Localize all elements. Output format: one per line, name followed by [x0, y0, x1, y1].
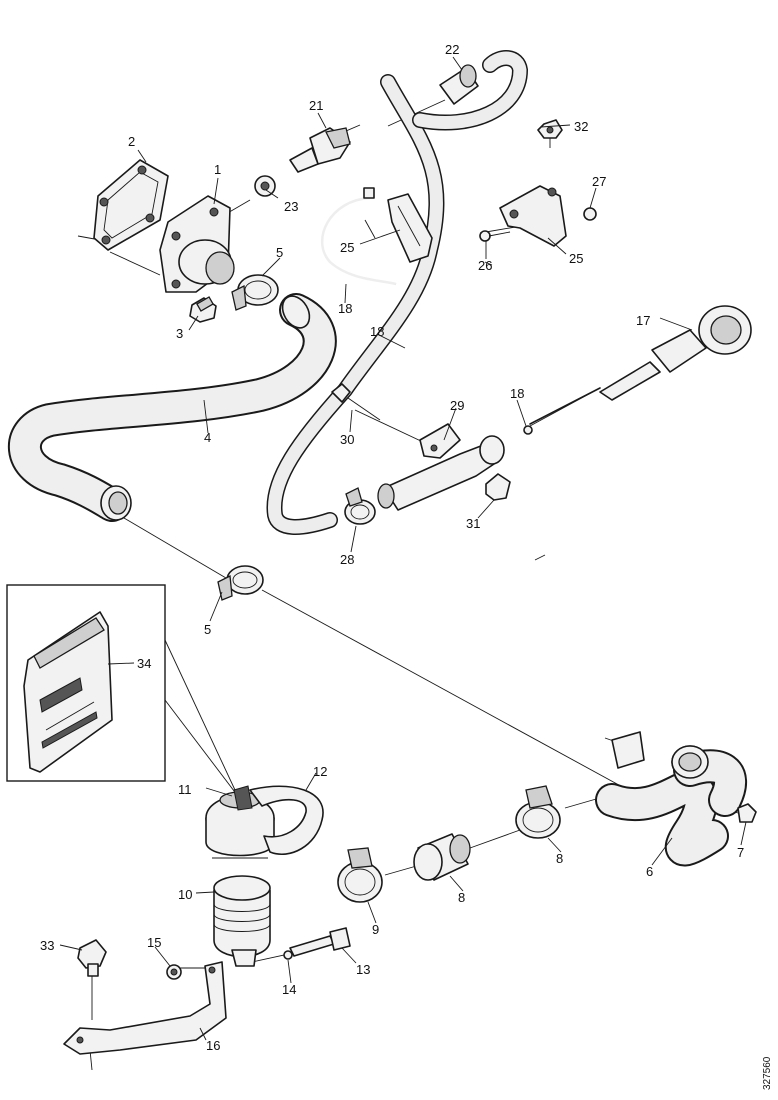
callout-8-lower: 8: [458, 890, 465, 905]
hose-clamp-5-upper: [231, 274, 279, 311]
tank-10: [212, 857, 271, 967]
bolt-32: [537, 119, 563, 139]
callout-27: 27: [592, 174, 606, 189]
flange-outlet-1: [159, 195, 235, 293]
callout-6: 6: [646, 864, 653, 879]
nut-15: [166, 964, 182, 980]
washer-14: [283, 950, 293, 960]
callout-18-right: 18: [510, 386, 524, 401]
callout-11: 11: [178, 782, 192, 797]
bracket-16: [63, 961, 227, 1055]
bolt-33: [77, 939, 107, 977]
sensor-rod-17: [523, 305, 752, 435]
callout-30: 30: [340, 432, 354, 447]
callout-23: 23: [284, 199, 298, 214]
callout-21: 21: [309, 98, 323, 113]
bolt-7: [737, 803, 757, 823]
bracket-25: [499, 185, 567, 247]
callout-9: 9: [372, 922, 379, 937]
alignment-lines: [77, 99, 739, 1071]
callout-28: 28: [340, 552, 354, 567]
strap-12: [249, 785, 324, 855]
sensor-housing-16: [377, 435, 505, 511]
tank-cap-11: [205, 785, 275, 857]
callout-labels: 22 21 32 2 1 27 23 25 25 26 5 18 3 18 17…: [40, 42, 744, 1053]
callout-25-left: 25: [340, 240, 354, 255]
callout-12: 12: [313, 764, 327, 779]
washer-23: [254, 175, 276, 197]
callout-34: 34: [137, 656, 151, 671]
hose-clamp-5-lower: [217, 565, 264, 601]
bolt-3: [189, 296, 217, 323]
cable-tie-19: [320, 187, 397, 286]
callout-33: 33: [40, 938, 54, 953]
callout-17: 17: [636, 313, 650, 328]
coolant-pipe-4: [8, 293, 337, 522]
bolt-30: [331, 383, 381, 421]
callout-5-lower: 5: [204, 622, 211, 637]
nut-27: [583, 207, 597, 221]
callout-25-right: 25: [569, 251, 583, 266]
clip-20: [387, 193, 433, 263]
callout-14: 14: [282, 982, 296, 997]
callout-32: 32: [574, 119, 588, 134]
callout-13: 13: [356, 962, 370, 977]
callout-2: 2: [128, 134, 135, 149]
coolant-hose-18: [266, 50, 528, 535]
decal-34: [23, 611, 113, 773]
callout-18: 18: [370, 324, 384, 339]
clamp-8: [515, 785, 561, 839]
callout-4: 4: [204, 430, 211, 445]
bracket-29: [419, 423, 461, 459]
hose-8-short: [413, 833, 471, 881]
elbow-hose-6: [595, 731, 747, 867]
figure-reference: 327560: [762, 1056, 773, 1090]
callout-29: 29: [450, 398, 464, 413]
callout-10: 10: [178, 887, 192, 902]
leader-lines: [59, 56, 747, 1041]
callout-31: 31: [466, 516, 480, 531]
callout-7: 7: [737, 845, 744, 860]
callout-8-upper: 8: [556, 851, 563, 866]
connector-22: [439, 64, 479, 105]
clamp-28: [344, 487, 376, 525]
callout-22: 22: [445, 42, 459, 57]
sensor-21: [289, 127, 351, 173]
callout-15: 15: [147, 935, 161, 950]
clamp-9: [337, 847, 383, 903]
callout-16: 16: [206, 1038, 220, 1053]
callout-19: 18: [338, 301, 352, 316]
callout-5-upper: 5: [276, 245, 283, 260]
cap-31: [485, 473, 511, 501]
callout-3: 3: [176, 326, 183, 341]
gasket-2: [93, 159, 169, 251]
callout-26: 26: [478, 258, 492, 273]
bolt-13: [289, 927, 351, 957]
callout-1: 1: [214, 162, 221, 177]
screw-26: [479, 230, 511, 242]
